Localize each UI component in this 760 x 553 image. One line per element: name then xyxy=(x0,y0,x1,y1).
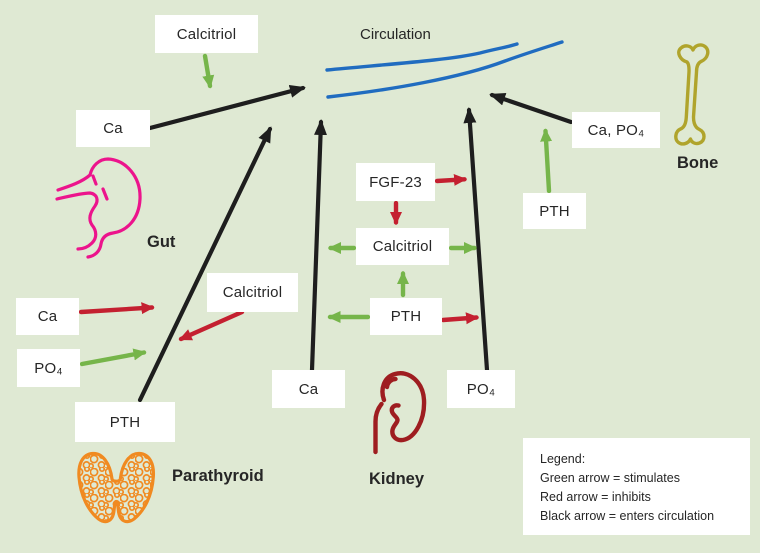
label-box-pth-parathyroid: PTH xyxy=(75,402,175,442)
parathyroid-icon xyxy=(77,451,156,524)
arrow-pth-stimulates-bone-release xyxy=(540,128,553,194)
arrow-fgf23-inhibits-po4-reabsorption xyxy=(434,173,467,186)
circulation-vessel-lines xyxy=(325,40,564,99)
arrow-ca-po4-bone-to-circulation xyxy=(489,92,574,125)
label-box-calcitriol-feedback: Calcitriol xyxy=(207,273,298,312)
arrow-ca-gut-to-circulation xyxy=(147,84,306,131)
label-box-ca-kidney: Ca xyxy=(272,370,345,408)
arrow-calcitriol-inhibits-pth xyxy=(178,309,245,342)
organ-label-parathyroid: Parathyroid xyxy=(172,467,264,485)
arrow-pth-inhibits-po4-reabsorption xyxy=(440,312,479,325)
label-box-fgf23: FGF-23 xyxy=(356,163,435,201)
legend-title: Legend: xyxy=(540,452,586,466)
label-box-po4-kidney: PO₄ xyxy=(447,370,515,408)
legend-line-red: Red arrow = inhibits xyxy=(540,490,651,504)
arrow-calcitriol-stimulates-gut xyxy=(202,53,215,89)
label-box-ca-gut: Ca xyxy=(76,110,150,147)
arrow-po4-kidney-to-circulation xyxy=(463,107,490,373)
label-box-ca-feedback: Ca xyxy=(16,298,79,335)
label-box-ca-po4-bone: Ca, PO₄ xyxy=(572,112,660,148)
legend-box: Legend: Green arrow = stimulates Red arr… xyxy=(523,438,750,535)
organ-label-bone: Bone xyxy=(677,154,719,172)
green-arrows xyxy=(79,53,553,367)
arrow-ca-inhibits-pth xyxy=(78,302,155,315)
organ-label-kidney: Kidney xyxy=(369,470,425,488)
label-box-pth-kidney: PTH xyxy=(370,298,442,335)
circulation-label: Circulation xyxy=(360,26,431,43)
kidney-icon xyxy=(373,371,427,455)
label-box-po4-feedback: PO₄ xyxy=(17,349,80,387)
legend-line-green: Green arrow = stimulates xyxy=(540,471,680,485)
arrow-pth-parathyroid-to-circulation xyxy=(137,126,273,403)
organ-label-gut: Gut xyxy=(147,233,176,251)
gut-icon xyxy=(55,157,142,259)
arrow-ca-kidney-to-circulation xyxy=(309,119,328,373)
bone-icon xyxy=(674,43,710,146)
label-box-pth-bone: PTH xyxy=(523,193,586,229)
label-box-calcitriol-gut: Calcitriol xyxy=(155,15,258,53)
label-box-calcitriol-kidney: Calcitriol xyxy=(356,228,449,265)
arrow-po4-stimulates-pth xyxy=(79,348,147,367)
legend-line-black: Black arrow = enters circulation xyxy=(540,509,715,523)
